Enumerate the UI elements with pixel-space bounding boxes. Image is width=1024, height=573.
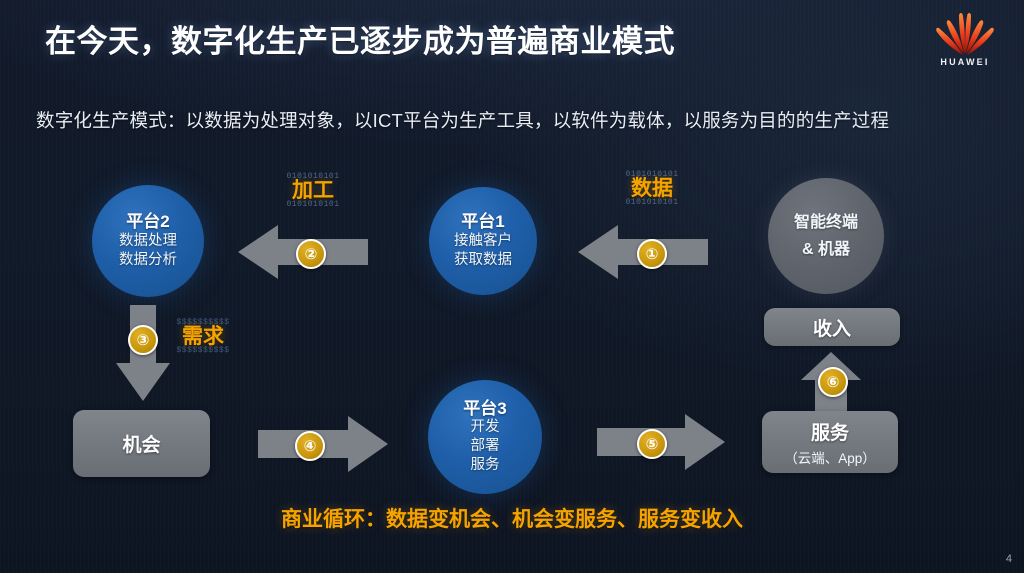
device-line1: 智能终端 [793, 213, 858, 231]
label-step1-text: 数据 [631, 177, 673, 200]
platform3-line2: 部署 [470, 438, 500, 455]
revenue-label: 收入 [812, 318, 851, 340]
platform2-line2: 数据分析 [119, 251, 177, 268]
platform1-line1: 接触客户 [454, 232, 512, 249]
footer-caption: 商业循环：数据变机会、机会变服务、服务变收入 [281, 508, 743, 531]
node-platform2[interactable]: 平台2 数据处理 数据分析 [92, 185, 204, 297]
node-platform3[interactable]: 平台3 开发 部署 服务 [428, 380, 542, 494]
badge-step1: ① [637, 239, 667, 269]
node-service[interactable]: 服务 （云端、App） [762, 411, 898, 473]
page-title: 在今天，数字化生产已逐步成为普遍商业模式 [45, 24, 675, 59]
page-subtitle: 数字化生产模式：以数据为处理对象，以ICT平台为生产工具，以软件为载体，以服务为… [36, 110, 890, 131]
platform1-title: 平台1 [461, 212, 505, 232]
node-revenue[interactable]: 收入 [764, 308, 900, 346]
node-platform1[interactable]: 平台1 接触客户 获取数据 [429, 187, 537, 295]
service-label: 服务 [810, 422, 849, 444]
badge-step2: ② [296, 239, 326, 269]
page-number: 4 [1005, 553, 1012, 565]
node-opportunity[interactable]: 机会 [73, 410, 210, 477]
platform3-line1: 开发 [470, 419, 500, 436]
platform3-line3: 服务 [470, 457, 500, 474]
badge-step3: ③ [128, 325, 158, 355]
label-step2-processing: 0101010101 加工 0101010101 [268, 172, 358, 210]
label-step3-text: 需求 [182, 325, 224, 348]
node-smart-device[interactable]: 智能终端 & 机器 [768, 178, 884, 294]
badge-step6: ⑥ [818, 367, 848, 397]
label-step1-data: 0101010101 数据 0101010101 [607, 170, 697, 208]
huawei-logo: HUAWEI [928, 10, 1002, 68]
platform1-line2: 获取数据 [454, 251, 512, 268]
platform3-title: 平台3 [463, 398, 507, 418]
service-sublabel: （云端、App） [784, 450, 876, 466]
binary-text-top-step2: 0101010101 [286, 172, 340, 181]
device-line2: & 机器 [801, 241, 850, 258]
binary-text-bottom-step2: 0101010101 [286, 200, 340, 210]
money-text-top-step3: $$$$$$$$$$ [176, 318, 230, 327]
opportunity-label: 机会 [122, 435, 161, 456]
binary-text-top-step1: 0101010101 [625, 170, 679, 179]
money-text-bottom-step3: $$$$$$$$$$ [176, 346, 230, 356]
label-step3-demand: $$$$$$$$$$ 需求 $$$$$$$$$$ [158, 318, 248, 356]
platform2-line1: 数据处理 [119, 232, 177, 249]
badge-step4: ④ [295, 431, 325, 461]
badge-step5: ⑤ [637, 429, 667, 459]
huawei-wordmark: HUAWEI [940, 57, 990, 67]
binary-text-bottom-step1: 0101010101 [625, 198, 679, 208]
platform2-title: 平台2 [126, 212, 170, 232]
label-step2-text: 加工 [292, 179, 334, 202]
